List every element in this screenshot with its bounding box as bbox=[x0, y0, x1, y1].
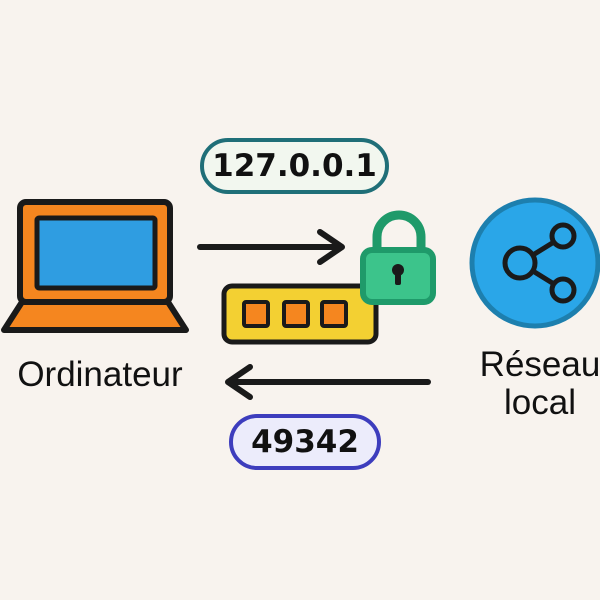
port-number-text: 49342 bbox=[251, 424, 359, 460]
port-number-pill: 49342 bbox=[229, 414, 381, 470]
padlock-icon bbox=[360, 210, 436, 305]
password-field-icon bbox=[221, 283, 379, 345]
ip-address-text: 127.0.0.1 bbox=[212, 148, 377, 184]
laptop-icon bbox=[1, 199, 189, 333]
network-label-line1: Réseau bbox=[479, 345, 600, 384]
ip-address-pill: 127.0.0.1 bbox=[200, 138, 389, 194]
arrow-left-icon bbox=[225, 364, 431, 400]
share-network-icon bbox=[469, 197, 600, 329]
network-label: Réseau local bbox=[460, 346, 600, 422]
network-label-line2: local bbox=[504, 383, 576, 422]
computer-label: Ordinateur bbox=[17, 355, 183, 394]
arrow-right-icon bbox=[197, 229, 345, 265]
